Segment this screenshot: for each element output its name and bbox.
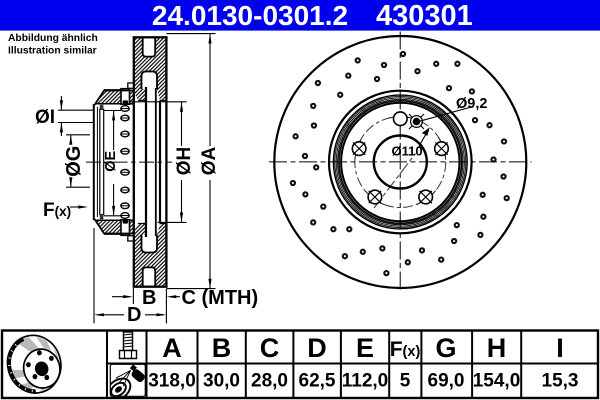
svg-text:E: E xyxy=(356,333,374,363)
svg-text:5: 5 xyxy=(400,371,411,392)
svg-text:Ø110: Ø110 xyxy=(392,144,423,159)
svg-text:24.0130-0301.2: 24.0130-0301.2 xyxy=(152,0,348,31)
svg-text:430301: 430301 xyxy=(376,0,473,32)
svg-text:15,3: 15,3 xyxy=(542,371,579,392)
svg-text:F(x): F(x) xyxy=(43,200,71,221)
svg-text:ØA: ØA xyxy=(199,146,220,175)
svg-text:69,0: 69,0 xyxy=(428,371,465,392)
svg-text:112,0: 112,0 xyxy=(342,371,389,392)
svg-text:Illustration similar: Illustration similar xyxy=(8,46,97,57)
svg-text:318,0: 318,0 xyxy=(148,371,196,392)
svg-text:C: C xyxy=(260,333,280,363)
svg-text:Ø9,2: Ø9,2 xyxy=(456,96,487,112)
svg-text:G: G xyxy=(435,333,456,363)
svg-text:ØG: ØG xyxy=(63,146,85,177)
svg-text:A: A xyxy=(162,333,182,363)
svg-text:D: D xyxy=(307,333,327,363)
svg-text:ØI: ØI xyxy=(35,107,55,128)
svg-text:F(x): F(x) xyxy=(390,338,421,361)
svg-text:D: D xyxy=(127,304,141,326)
svg-text:28,0: 28,0 xyxy=(251,371,288,392)
svg-text:30,0: 30,0 xyxy=(203,371,240,392)
svg-text:ØH: ØH xyxy=(174,147,195,176)
svg-text:ØE: ØE xyxy=(103,150,119,171)
svg-text:B: B xyxy=(142,287,156,309)
svg-text:154,0: 154,0 xyxy=(473,371,521,392)
svg-text:C (MTH): C (MTH) xyxy=(182,287,259,309)
svg-text:B: B xyxy=(212,333,232,363)
svg-text:I: I xyxy=(556,333,564,363)
svg-text:62,5: 62,5 xyxy=(299,371,336,392)
svg-text:H: H xyxy=(487,333,507,363)
svg-text:Abbildung ähnlich: Abbildung ähnlich xyxy=(8,33,98,44)
